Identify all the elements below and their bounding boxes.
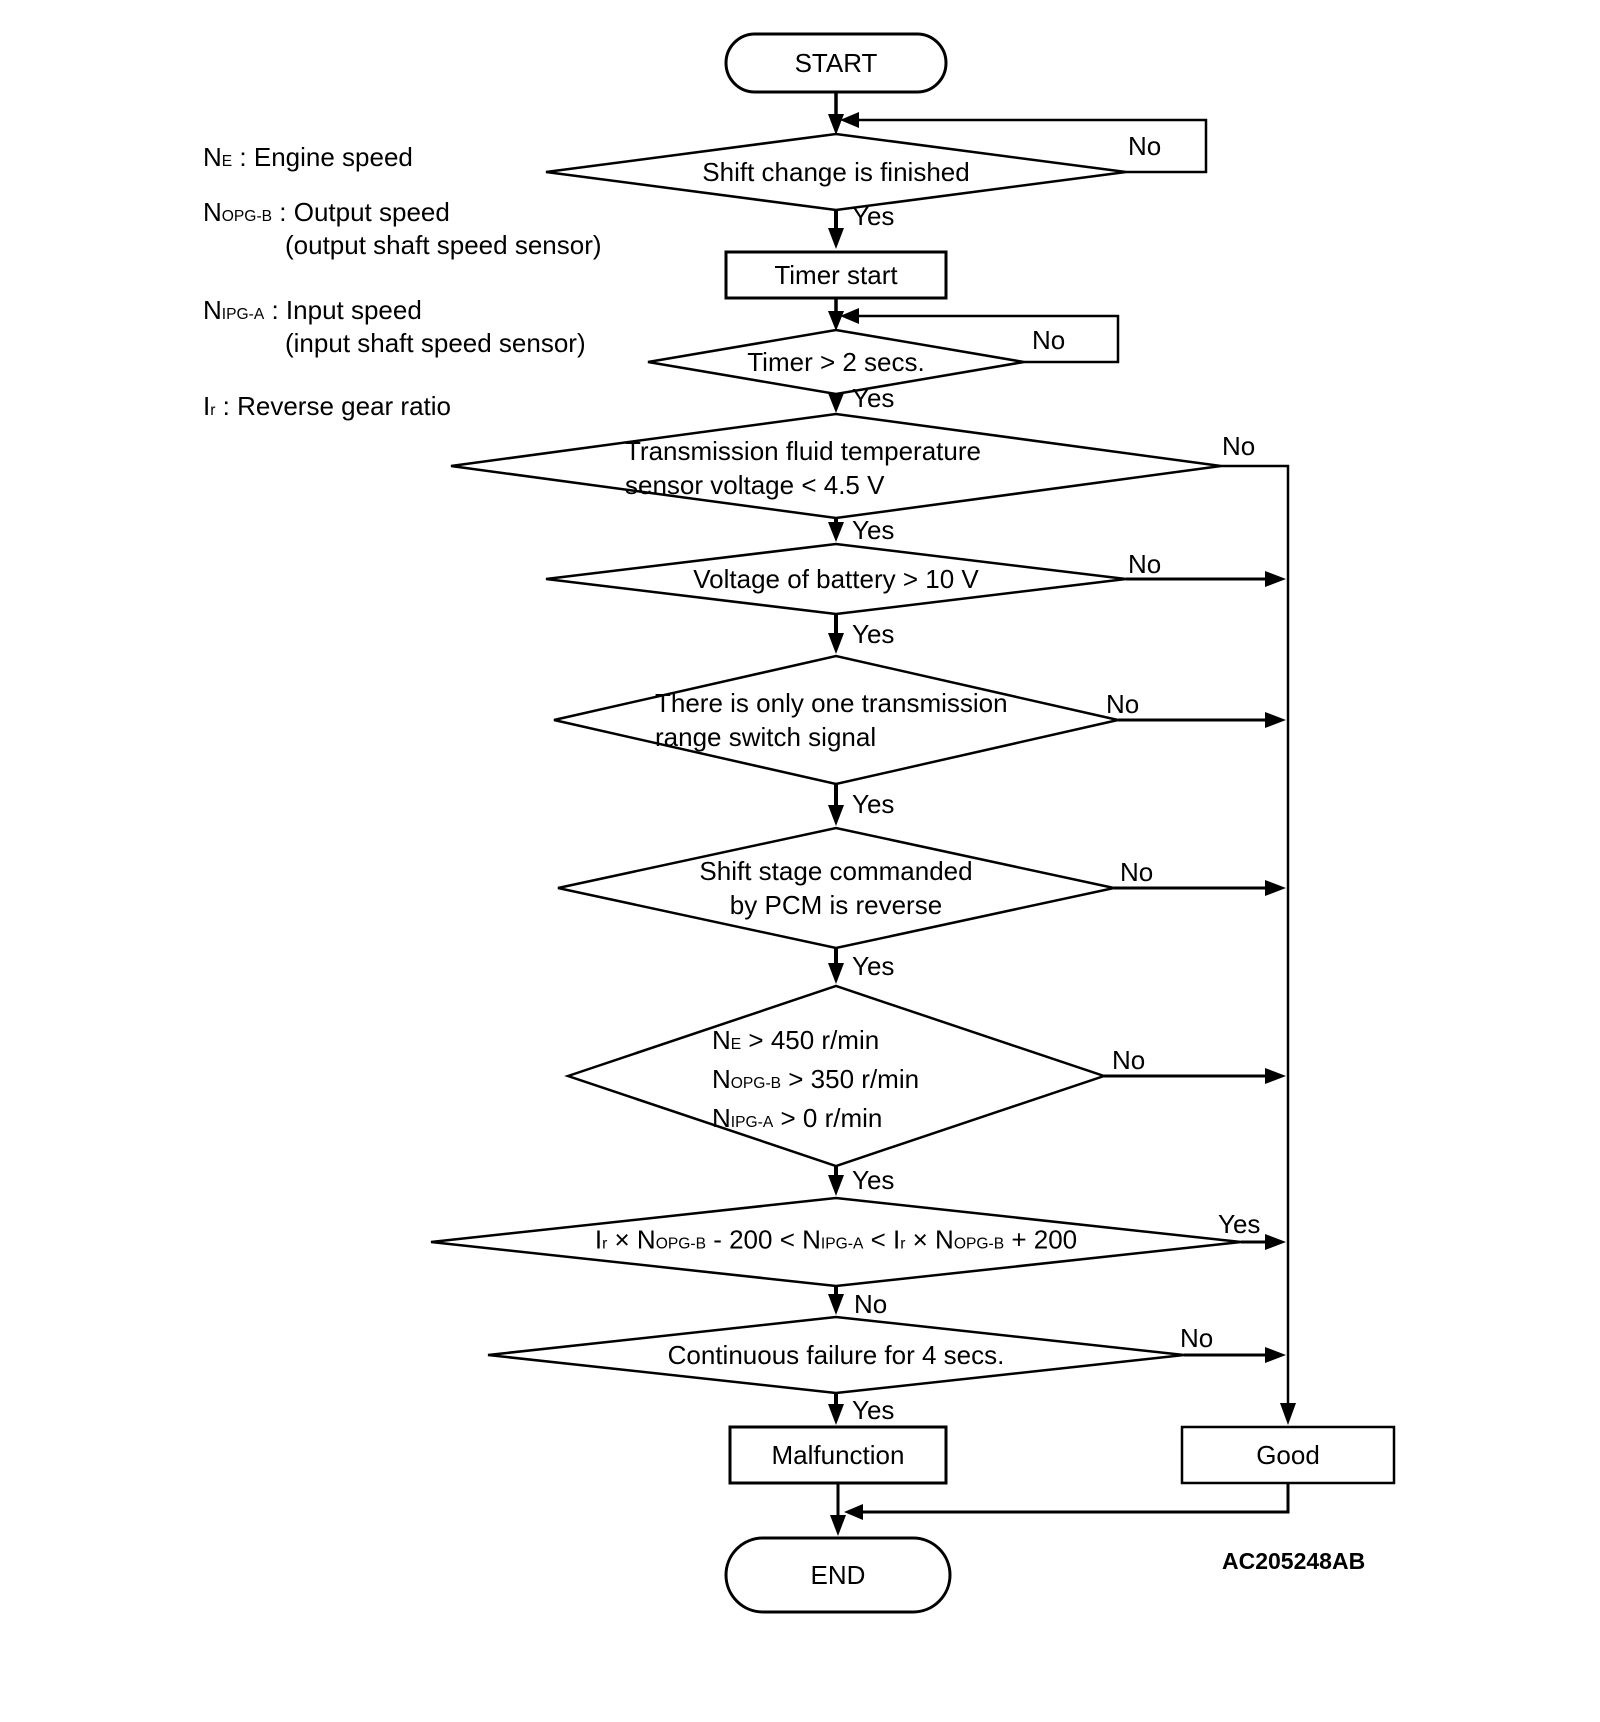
process-malfunction-label: Malfunction bbox=[771, 1440, 905, 1470]
connector-malfunction-to-end bbox=[830, 1483, 846, 1536]
edge-label-speeds-yes: Yes bbox=[852, 1165, 895, 1195]
connector-timer-check-yes bbox=[828, 393, 844, 413]
connector-shift-stage-no bbox=[1114, 880, 1286, 896]
range-switch-line2: range switch signal bbox=[655, 722, 877, 752]
decision-shift-stage-label: Shift stage commanded by PCM is reverse bbox=[699, 854, 972, 922]
decision-timer-check-label: Timer > 2 secs. bbox=[747, 347, 925, 377]
speeds-line3: NIPG-A > 0 r/min bbox=[712, 1103, 883, 1133]
edge-label-range-switch-yes: Yes bbox=[852, 789, 895, 819]
legend-output-speed-note: (output shaft speed sensor) bbox=[285, 230, 602, 260]
edge-label-shift-stage-no: No bbox=[1120, 857, 1154, 887]
end-shape bbox=[724, 1536, 952, 1614]
edge-label-timer-no: No bbox=[1032, 325, 1066, 355]
decision-speeds-label: NE > 450 r/min NOPG-B > 350 r/min NIPG-A… bbox=[712, 1023, 919, 1140]
edge-label-battery-yes: Yes bbox=[852, 619, 895, 649]
edge-label-fluid-temp-yes: Yes bbox=[852, 515, 895, 545]
legend-engine-speed: NE : Engine speed bbox=[203, 142, 413, 172]
connector-shift-stage-yes bbox=[828, 948, 844, 984]
decision-battery-voltage-label: Voltage of battery > 10 V bbox=[693, 564, 979, 594]
legend-input-speed: NIPG-A : Input speed bbox=[203, 295, 422, 325]
edge-label-speeds-no: No bbox=[1112, 1045, 1146, 1075]
connector-fluid-temp-yes bbox=[828, 518, 844, 542]
connector-good-return bbox=[844, 1483, 1290, 1520]
decision-shift-change-label: Shift change is finished bbox=[702, 157, 970, 187]
connector-battery-yes bbox=[828, 614, 844, 654]
edge-label-shift-change-no: No bbox=[1128, 131, 1162, 161]
connector-range-switch-no bbox=[1118, 712, 1286, 728]
decision-ratio-label: Ir × NOPG-B - 200 < NIPG-A < Ir × NOPG-B… bbox=[594, 1224, 1078, 1255]
edge-label-fluid-temp-no: No bbox=[1222, 431, 1256, 461]
decision-fluid-temp-label: Transmission fluid temperature sensor vo… bbox=[625, 434, 981, 502]
speeds-line2: NOPG-B > 350 r/min bbox=[712, 1064, 920, 1094]
connector-fluid-temp-no-rail bbox=[1221, 464, 1296, 1425]
fluid-temp-line1: Transmission fluid temperature bbox=[625, 436, 981, 466]
connector-shift-change-no-loop bbox=[840, 112, 1208, 174]
edge-label-shift-stage-yes: Yes bbox=[852, 951, 895, 981]
connector-continuous-failure-no bbox=[1184, 1347, 1286, 1363]
connector-ratio-yes bbox=[1241, 1234, 1286, 1250]
connector-battery-no bbox=[1126, 571, 1286, 587]
shift-stage-line2: by PCM is reverse bbox=[729, 890, 943, 920]
decision-range-switch-label: There is only one transmission range swi… bbox=[655, 686, 1008, 754]
range-switch-line1: There is only one transmission bbox=[655, 688, 1008, 718]
edge-label-continuous-failure-yes: Yes bbox=[852, 1395, 895, 1425]
connector-continuous-failure-yes bbox=[828, 1393, 844, 1425]
edge-label-battery-no: No bbox=[1128, 549, 1162, 579]
connector-shift-change-yes bbox=[828, 210, 844, 249]
edge-label-range-switch-no: No bbox=[1106, 689, 1140, 719]
edge-label-continuous-failure-no: No bbox=[1180, 1323, 1214, 1353]
connector-ratio-no bbox=[828, 1286, 844, 1315]
connector-timer-check-no-loop bbox=[840, 308, 1120, 364]
process-good-label: Good bbox=[1256, 1440, 1320, 1470]
decision-continuous-failure-label: Continuous failure for 4 secs. bbox=[667, 1340, 1005, 1370]
edge-label-shift-change-yes: Yes bbox=[852, 201, 895, 231]
shift-stage-line1: Shift stage commanded bbox=[699, 856, 973, 886]
end-node-label: END bbox=[810, 1560, 866, 1590]
connector-start-to-shift-change bbox=[828, 92, 844, 135]
edge-label-ratio-no: No bbox=[854, 1289, 888, 1319]
connector-timer-to-timer-check bbox=[828, 298, 844, 331]
edge-label-timer-yes: Yes bbox=[852, 383, 895, 413]
edge-label-ratio-yes: Yes bbox=[1218, 1209, 1261, 1239]
start-node-label: START bbox=[794, 48, 878, 78]
legend-input-speed-note: (input shaft speed sensor) bbox=[285, 328, 586, 358]
connector-range-switch-yes bbox=[828, 784, 844, 826]
fluid-temp-line2: sensor voltage < 4.5 V bbox=[625, 470, 885, 500]
legend-output-speed: NOPG-B : Output speed bbox=[203, 197, 450, 227]
process-timer-start-label: Timer start bbox=[774, 260, 898, 290]
speeds-line1: NE > 450 r/min bbox=[712, 1025, 880, 1055]
connector-speeds-no bbox=[1104, 1068, 1286, 1084]
figure-id: AC205248AB bbox=[1222, 1548, 1366, 1574]
legend-reverse-gear-ratio: Ir : Reverse gear ratio bbox=[203, 391, 451, 421]
connector-speeds-yes bbox=[828, 1166, 844, 1196]
